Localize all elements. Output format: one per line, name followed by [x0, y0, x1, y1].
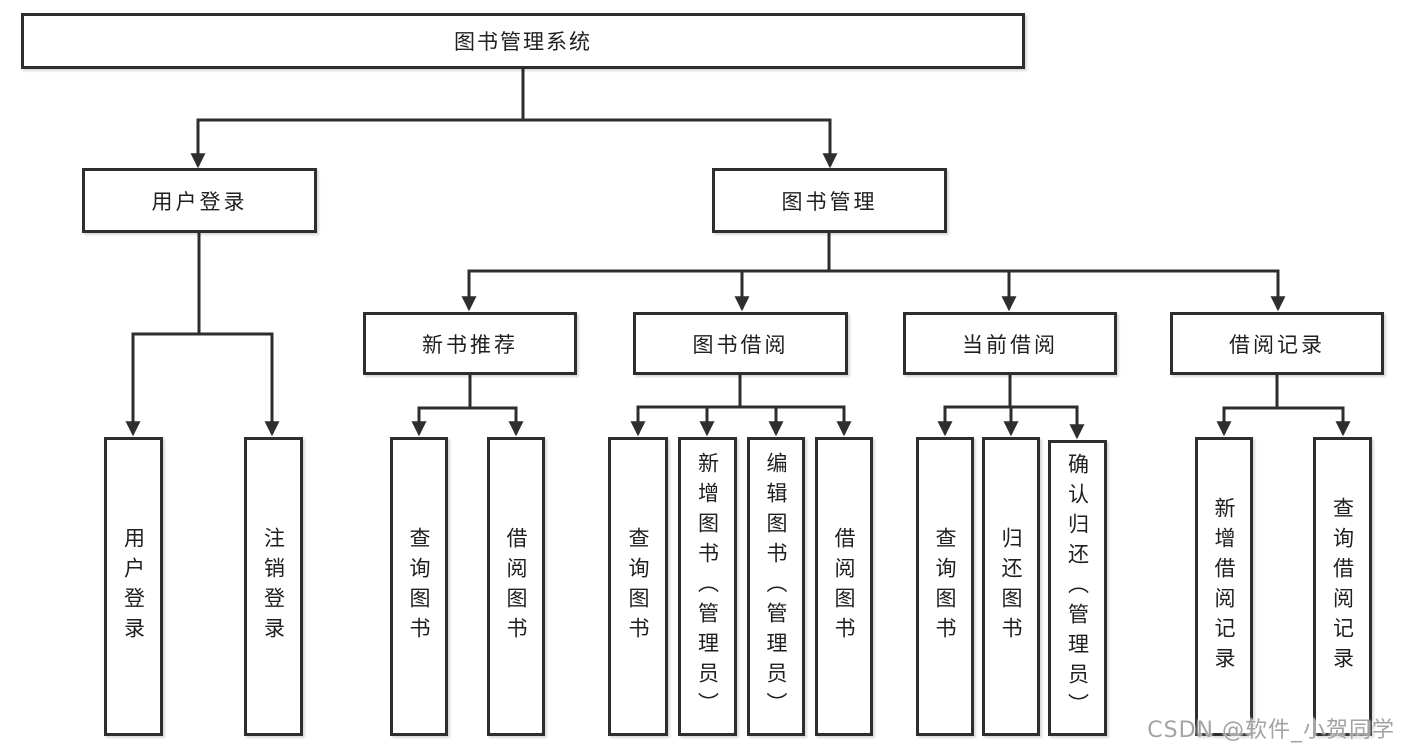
leaf-label: 新增借阅记录 [1212, 496, 1236, 677]
leaf-label: 查询图书 [626, 526, 650, 647]
leaf-label: 借阅图书 [832, 526, 856, 647]
node-book-management: 图书管理 [712, 168, 947, 233]
node-label: 图书借阅 [692, 332, 789, 357]
leaf-label: 新增图书（管理员） [695, 451, 720, 722]
node-label: 用户登录 [151, 189, 248, 214]
node-label: 图书管理系统 [454, 30, 592, 54]
leaf-label: 注销登录 [261, 526, 286, 647]
leaf-edit-books-admin: 编辑图书（管理员） [747, 437, 805, 736]
leaf-label: 借阅图书 [504, 526, 528, 647]
leaf-query-books-recommend: 查询图书 [390, 437, 448, 736]
leaf-label: 查询图书 [933, 526, 957, 647]
leaf-label: 归还图书 [999, 526, 1023, 647]
leaf-query-books-current: 查询图书 [916, 437, 974, 736]
node-library-management-system: 图书管理系统 [21, 13, 1025, 69]
node-label: 新书推荐 [422, 332, 518, 357]
node-label: 图书管理 [781, 189, 878, 214]
leaf-borrow-books-recommend: 借阅图书 [487, 437, 545, 736]
leaf-borrow-books: 借阅图书 [815, 437, 873, 736]
leaf-add-borrow-record: 新增借阅记录 [1195, 437, 1253, 736]
leaf-query-books-borrow: 查询图书 [608, 437, 668, 736]
leaf-label: 用户登录 [121, 526, 146, 647]
leaf-label: 查询图书 [407, 526, 431, 647]
node-new-book-recommendation: 新书推荐 [363, 312, 577, 375]
node-current-borrowing: 当前借阅 [903, 312, 1117, 375]
node-user-login: 用户登录 [82, 168, 317, 233]
leaf-user-login: 用户登录 [104, 437, 163, 736]
watermark: CSDN @软件_小贺同学 [1147, 718, 1395, 743]
node-label: 当前借阅 [962, 332, 1058, 357]
leaf-logout: 注销登录 [244, 437, 303, 736]
leaf-label: 查询借阅记录 [1330, 496, 1355, 677]
node-borrowing-records: 借阅记录 [1170, 312, 1384, 375]
leaf-add-books-admin: 新增图书（管理员） [678, 437, 737, 736]
leaf-label: 确认归还（管理员） [1065, 453, 1090, 723]
leaf-query-borrow-record: 查询借阅记录 [1313, 437, 1372, 736]
leaf-confirm-return-admin: 确认归还（管理员） [1048, 440, 1107, 736]
leaf-label: 编辑图书（管理员） [764, 451, 788, 722]
node-label: 借阅记录 [1229, 332, 1325, 357]
node-book-borrowing: 图书借阅 [633, 312, 848, 375]
leaf-return-books: 归还图书 [982, 437, 1040, 736]
